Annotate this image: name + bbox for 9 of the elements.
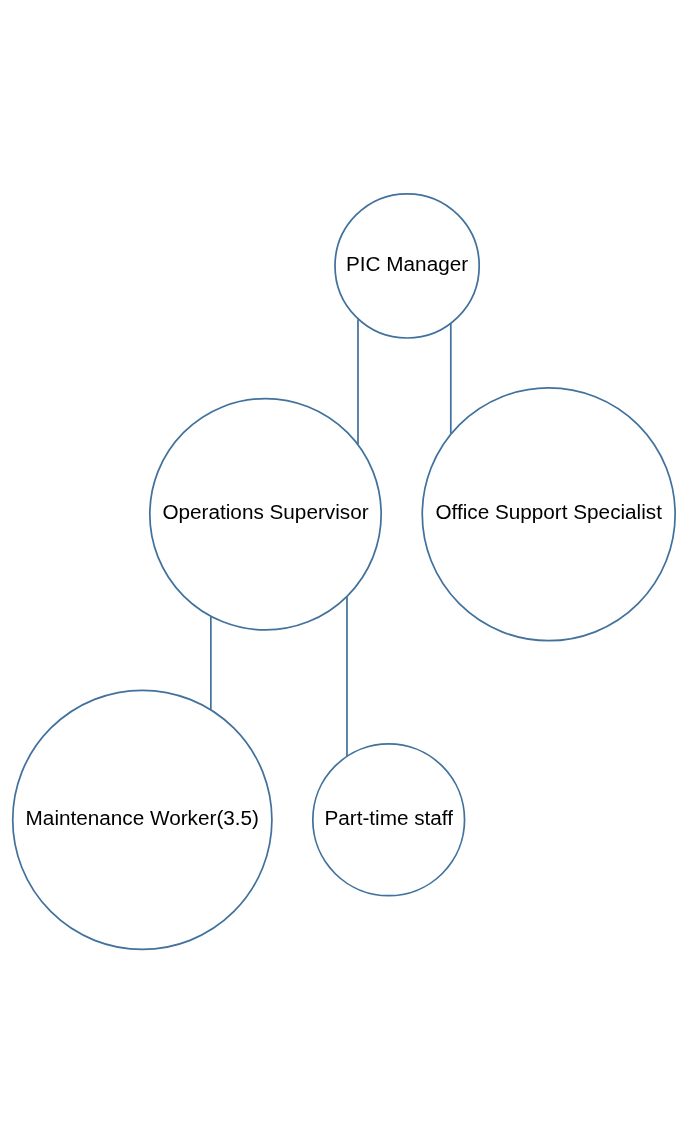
node-circle: Maintenance Worker(3.5) [11, 689, 273, 951]
node-circle: Part-time staff [311, 743, 466, 897]
node-circle: Office Support Specialist [421, 386, 676, 642]
node-circle: Operations Supervisor [148, 397, 383, 631]
node-circle: PIC Manager [334, 192, 481, 339]
connector [357, 318, 359, 446]
connector [346, 595, 348, 758]
connector [209, 615, 212, 711]
connector [449, 322, 452, 435]
